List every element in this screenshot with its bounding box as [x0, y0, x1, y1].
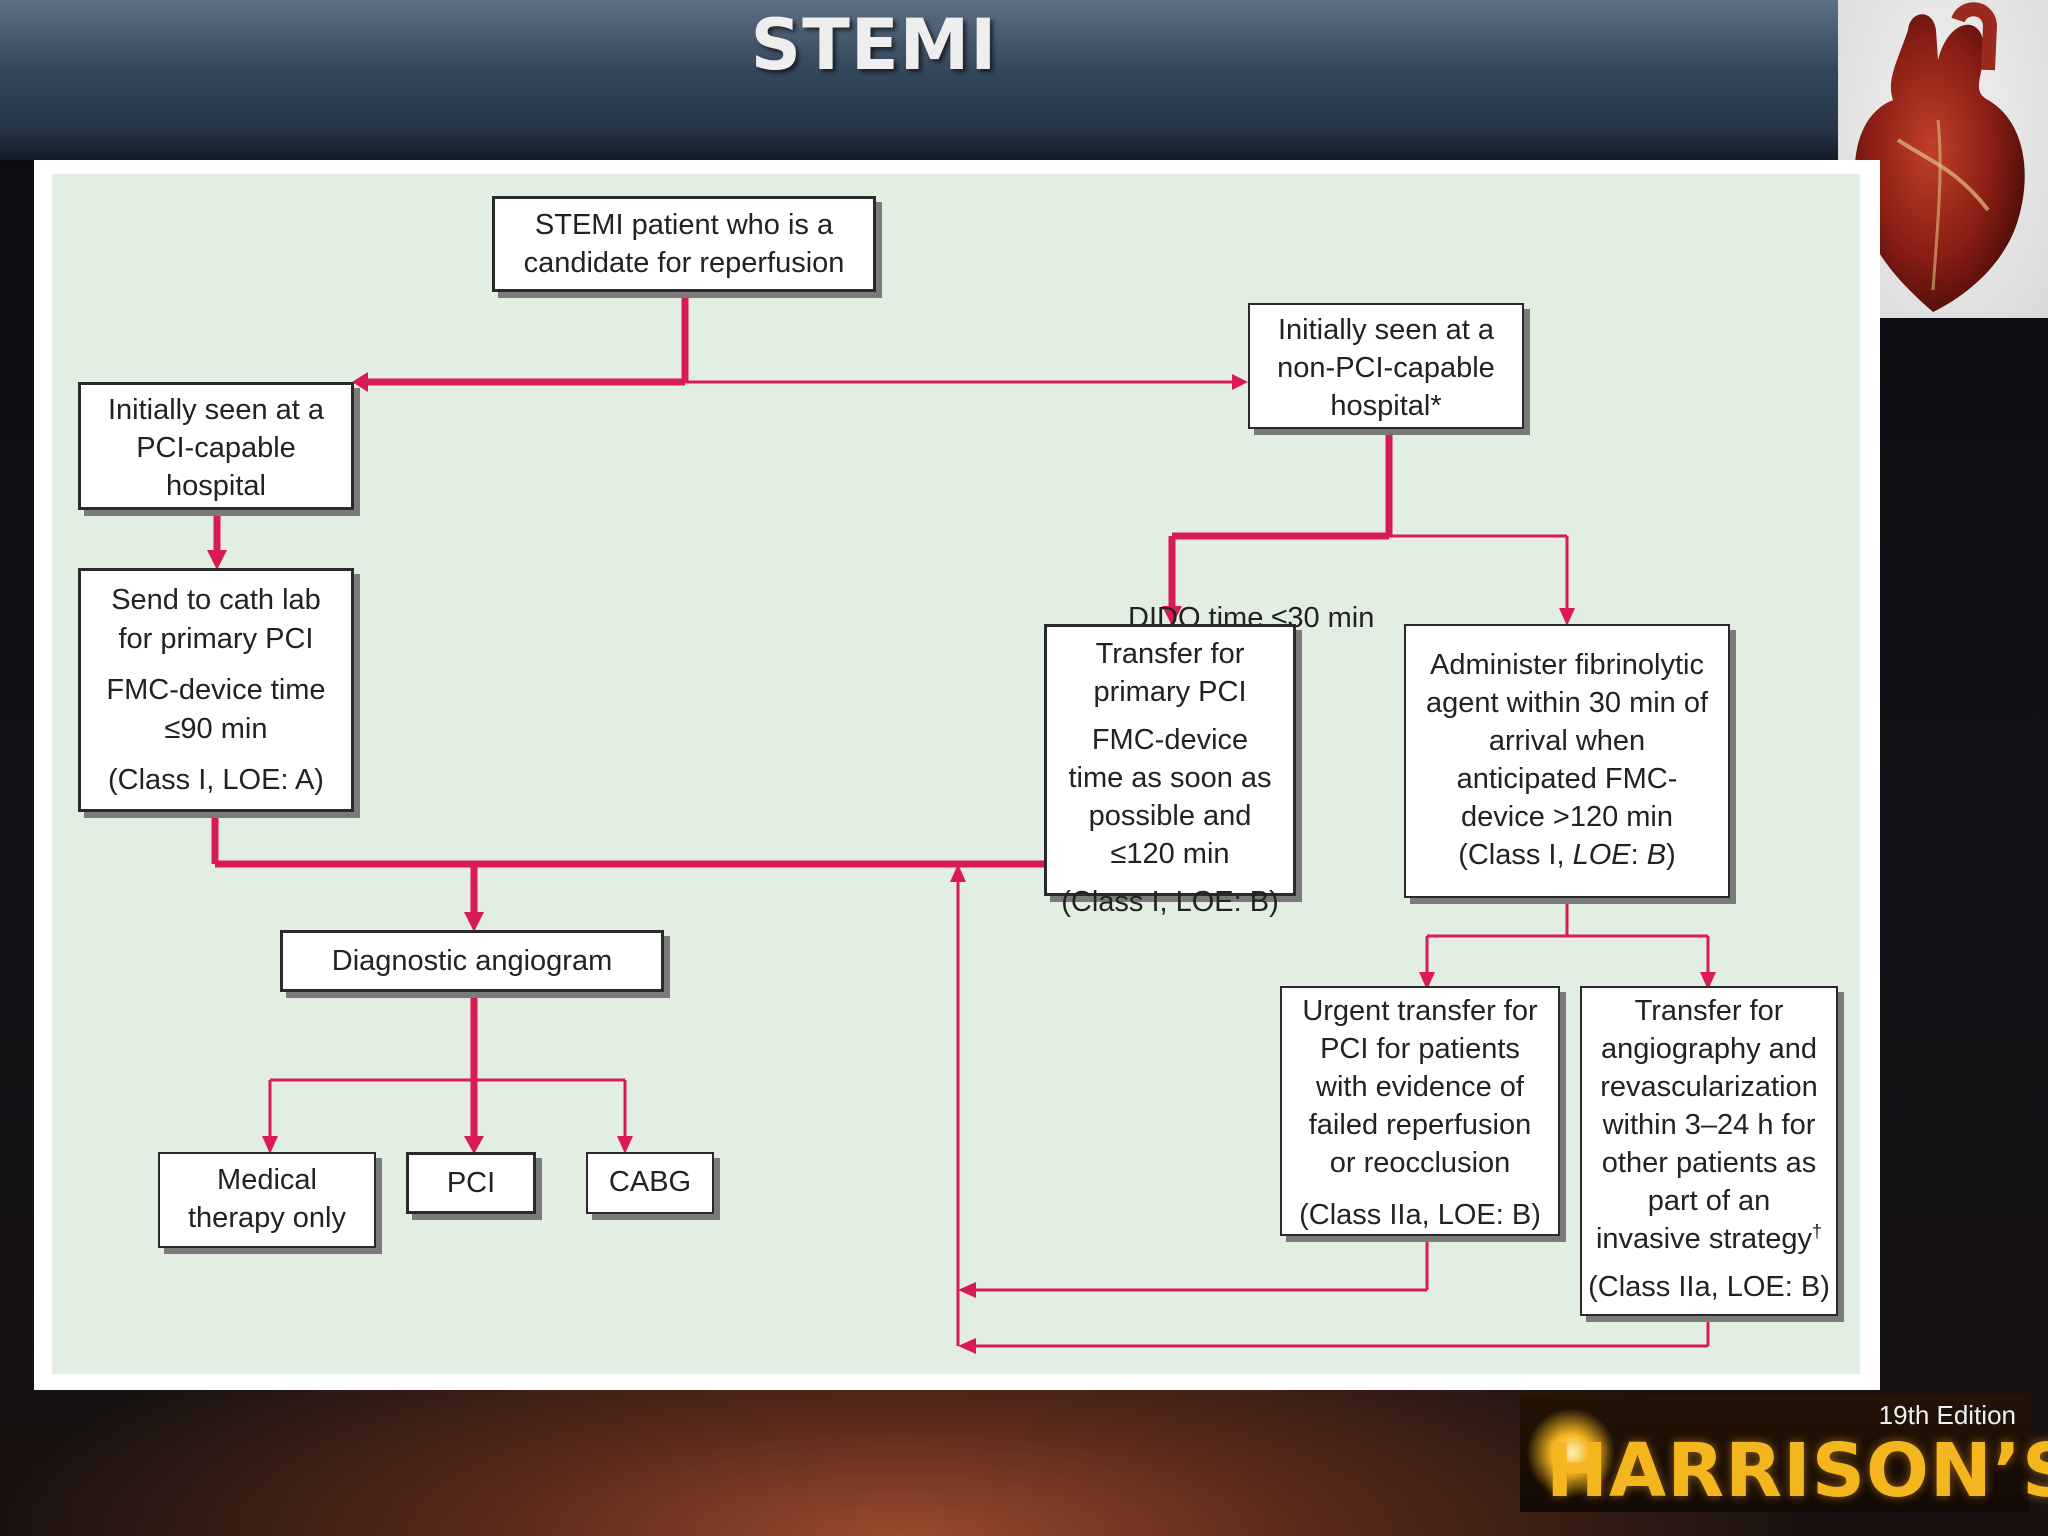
- primary-pci-line-1: Send to cath lab: [111, 584, 321, 616]
- arrowhead-to-transfer: [1162, 606, 1182, 626]
- non-pci-capable-hospital-node: Initially seen at a non-PCI-capable hosp…: [1248, 303, 1524, 429]
- arrowhead-to-fibrinolytic: [1559, 608, 1575, 626]
- transfer-pci-line-4: time as soon as: [1068, 762, 1272, 794]
- medical-therapy-node: Medical therapy only: [158, 1152, 376, 1248]
- diagnostic-angiogram-node: Diagnostic angiogram: [280, 930, 664, 992]
- transfer-pci-line-5: possible and: [1088, 800, 1252, 832]
- transfer-angiography-node: Transfer for angiography and revasculari…: [1580, 986, 1838, 1316]
- arrowhead-to-angiogram: [464, 912, 484, 932]
- slide-title: STEMI: [750, 4, 998, 86]
- arrowhead-return-up: [950, 864, 966, 882]
- arrowhead-to-angio: [1700, 972, 1716, 990]
- pci-hospital-line-3: hospital: [166, 470, 266, 502]
- medical-therapy-line-1: Medical: [217, 1164, 317, 1196]
- urgent-transfer-node: Urgent transfer for PCI for patients wit…: [1280, 986, 1560, 1236]
- pci-outcome-label: PCI: [446, 1167, 496, 1199]
- transfer-angio-line-3: revascularization: [1600, 1071, 1818, 1103]
- fibrinolytic-line-5: device >120 min: [1461, 801, 1673, 833]
- fibrinolytic-class: (Class I, LOE: B): [1458, 839, 1676, 871]
- arrowhead-angio-return: [958, 1338, 976, 1354]
- medical-therapy-line-2: therapy only: [188, 1202, 346, 1234]
- arrowhead-urgent-return: [958, 1282, 976, 1298]
- transfer-pci-line-2: primary PCI: [1093, 676, 1247, 708]
- transfer-angio-line-7: invasive strategy†: [1595, 1221, 1822, 1255]
- arrowhead-to-non-pci: [1232, 374, 1248, 390]
- arrowhead-to-pci: [464, 1136, 484, 1154]
- diagnostic-angiogram-label: Diagnostic angiogram: [331, 945, 613, 977]
- logo-flare-icon: [1526, 1408, 1616, 1498]
- arrowhead-to-primary-pci: [207, 550, 227, 570]
- arrowhead-to-urgent: [1419, 972, 1435, 990]
- primary-pci-node: Send to cath lab for primary PCI FMC-dev…: [78, 568, 354, 812]
- start-node: STEMI patient who is a candidate for rep…: [492, 196, 876, 292]
- primary-pci-line-2: for primary PCI: [118, 623, 314, 655]
- urgent-transfer-line-4: failed reperfusion: [1308, 1109, 1532, 1141]
- pci-hospital-line-2: PCI-capable: [136, 432, 296, 464]
- transfer-pci-class: (Class I, LOE: B): [1061, 886, 1279, 918]
- logo-name: HARRISON’S: [1546, 1428, 2048, 1514]
- arrowhead-to-pci-hospital: [352, 372, 368, 392]
- start-node-line-1: STEMI patient who is a: [534, 209, 834, 241]
- header-bar: [0, 0, 1840, 160]
- primary-pci-line-3: FMC-device time: [106, 674, 326, 706]
- primary-pci-line-4: ≤90 min: [164, 713, 268, 745]
- transfer-angio-line-4: within 3–24 h for: [1602, 1109, 1816, 1141]
- transfer-angio-class: (Class IIa, LOE: B): [1588, 1271, 1830, 1303]
- pci-capable-hospital-node: Initially seen at a PCI-capable hospital: [78, 382, 354, 510]
- transfer-angio-line-1: Transfer for: [1634, 995, 1784, 1027]
- logo-edition: 19th Edition: [1878, 1400, 2016, 1430]
- harrisons-logo: 19th Edition HARRISON’S: [1520, 1394, 2048, 1514]
- pci-outcome-node: PCI: [406, 1152, 536, 1214]
- arrowhead-to-medical: [262, 1136, 278, 1154]
- non-pci-hospital-line-3: hospital*: [1330, 390, 1442, 422]
- cabg-outcome-label: CABG: [608, 1166, 692, 1198]
- figure-panel: STEMI patient who is a candidate for rep…: [34, 160, 1880, 1390]
- fibrinolytic-line-3: arrival when: [1488, 725, 1646, 757]
- non-pci-hospital-line-1: Initially seen at a: [1277, 314, 1494, 346]
- transfer-pci-line-3: FMC-device: [1091, 724, 1249, 756]
- transfer-angio-line-5: other patients as: [1601, 1147, 1817, 1179]
- transfer-pci-line-6: ≤120 min: [1110, 838, 1230, 870]
- fibrinolytic-line-1: Administer fibrinolytic: [1430, 649, 1704, 681]
- transfer-angio-line-6: part of an: [1647, 1185, 1771, 1217]
- urgent-transfer-line-1: Urgent transfer for: [1302, 995, 1538, 1027]
- primary-pci-class: (Class I, LOE: A): [108, 764, 324, 796]
- urgent-transfer-line-3: with evidence of: [1316, 1071, 1524, 1103]
- flowchart-connectors: [207, 290, 1716, 1354]
- urgent-transfer-class: (Class IIa, LOE: B): [1299, 1199, 1541, 1231]
- transfer-angio-line-2: angiography and: [1600, 1033, 1818, 1065]
- urgent-transfer-line-2: PCI for patients: [1320, 1033, 1520, 1065]
- arrowhead-to-cabg: [617, 1136, 633, 1154]
- cabg-outcome-node: CABG: [586, 1152, 714, 1214]
- transfer-primary-pci-node: Transfer for primary PCI FMC-device time…: [1044, 624, 1296, 918]
- transfer-pci-line-1: Transfer for: [1095, 638, 1245, 670]
- urgent-transfer-line-5: or reocclusion: [1329, 1147, 1511, 1179]
- dagger-symbol: †: [1811, 1221, 1822, 1242]
- start-node-line-2: candidate for reperfusion: [523, 247, 845, 279]
- fibrinolytic-line-2: agent within 30 min of: [1425, 687, 1709, 719]
- fibrinolytic-line-4: anticipated FMC-: [1456, 763, 1678, 795]
- fibrinolytic-node: Administer fibrinolytic agent within 30 …: [1404, 624, 1730, 898]
- non-pci-hospital-line-2: non-PCI-capable: [1277, 352, 1495, 384]
- pci-hospital-line-1: Initially seen at a: [107, 394, 324, 426]
